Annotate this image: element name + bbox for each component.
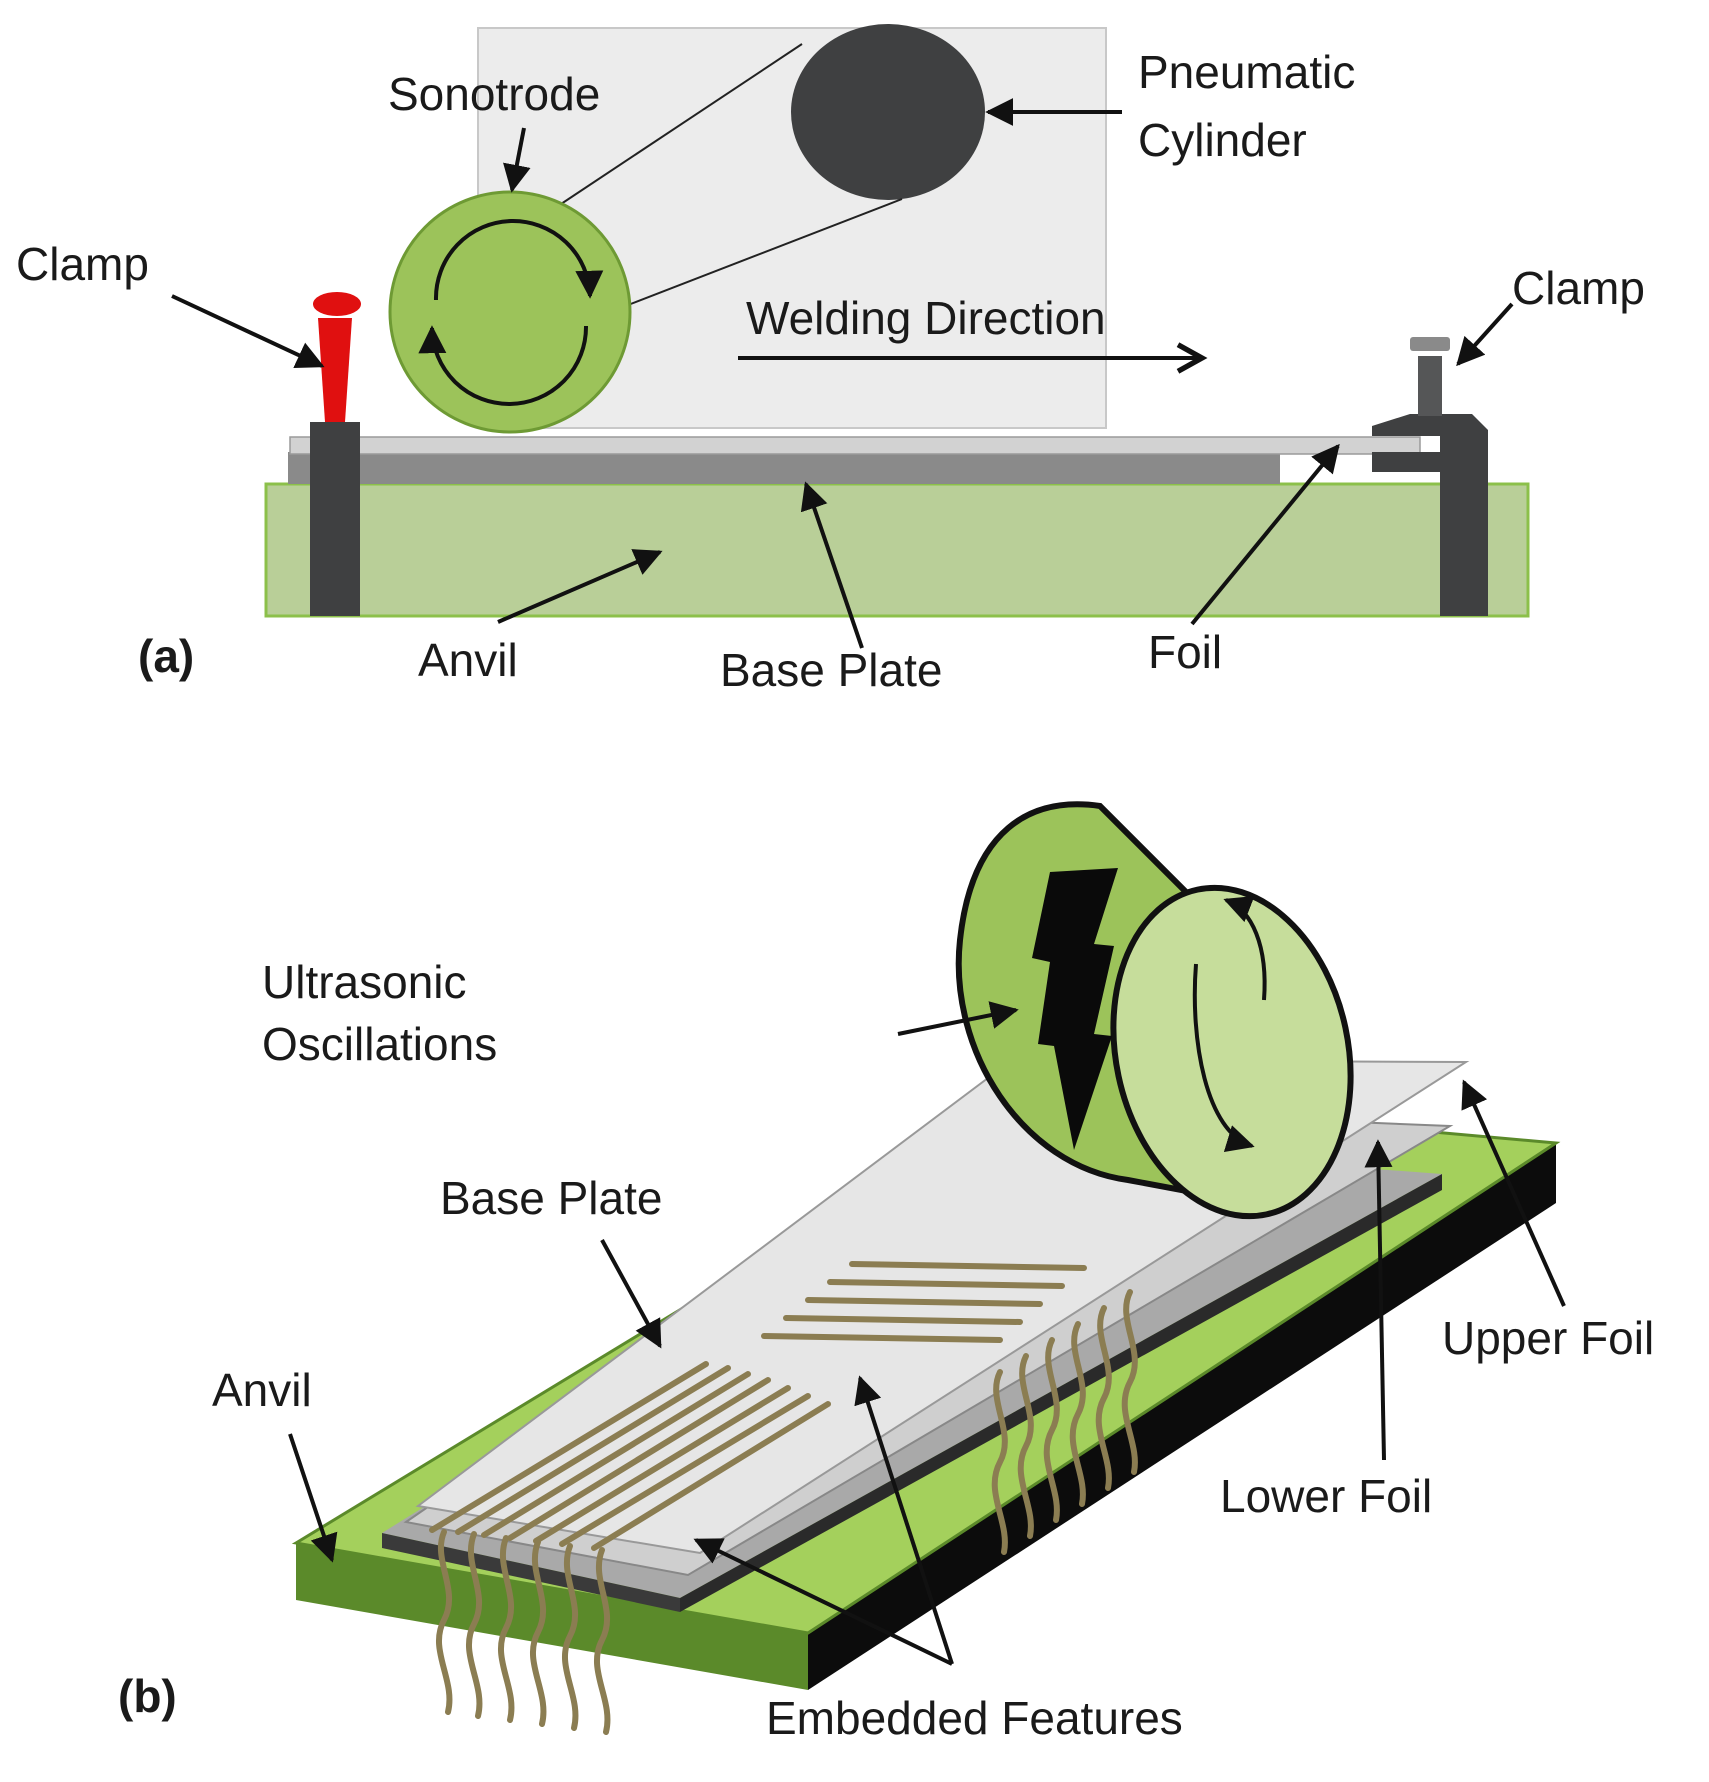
clamp-right-body — [1372, 414, 1488, 616]
label-welding-direction: Welding Direction — [746, 292, 1106, 344]
sonotrode-leader — [503, 127, 531, 193]
label-base-plate-a: Base Plate — [720, 644, 942, 696]
embedded-leader-2 — [854, 1375, 954, 1665]
sonotrode-b — [955, 801, 1354, 1220]
rotation-arrow-b-lower — [1192, 963, 1255, 1153]
label-embedded-features: Embedded Features — [766, 1692, 1183, 1744]
panel-b: Ultrasonic Oscillations Base Plate Anvil… — [118, 801, 1654, 1744]
rotation-arrow-lower — [418, 325, 589, 406]
clamp-left-handle — [318, 318, 352, 422]
fibres-front — [436, 1529, 611, 1735]
label-oscillations-2: Oscillations — [262, 1018, 497, 1070]
label-base-plate-b: Base Plate — [440, 1172, 662, 1224]
anvil-a — [264, 482, 1530, 618]
sonotrode-b-face — [1110, 884, 1354, 1220]
label-anvil-a: Anvil — [418, 634, 518, 686]
clamp-left-leader — [171, 294, 325, 369]
embedded-leader-1 — [693, 1538, 953, 1666]
rotation-arrow-b-upper — [1223, 896, 1267, 1001]
base-plate-b-leader — [600, 1239, 662, 1349]
label-cylinder-2: Cylinder — [1138, 114, 1307, 166]
foil-a — [289, 436, 1421, 455]
rotation-arrow-upper — [433, 219, 604, 301]
anvil-b-side-right — [808, 1143, 1556, 1690]
embedded-features-group — [429, 1261, 1087, 1551]
base-plate-a — [288, 452, 1280, 484]
oscillations-leader — [897, 1001, 1019, 1036]
sonotrode-a — [388, 190, 632, 434]
fibres-middle — [991, 1289, 1138, 1555]
anvil-b-leader — [288, 1433, 338, 1563]
anvil-b-side-front — [296, 1543, 808, 1690]
pneumatic-cylinder — [791, 24, 985, 200]
upper-foil-leader — [1461, 1079, 1566, 1307]
panel-a: Sonotrode Pneumatic Cylinder Clamp Clamp… — [16, 24, 1645, 696]
base-plate-b-side — [680, 1174, 1442, 1612]
label-anvil-b: Anvil — [212, 1364, 312, 1416]
anvil-leader — [497, 549, 663, 624]
label-clamp-left: Clamp — [16, 238, 149, 290]
base-plate-leader — [800, 481, 864, 649]
lightning-icon — [1032, 868, 1118, 1150]
belt-line-bottom — [627, 198, 903, 306]
label-upper-foil: Upper Foil — [1442, 1312, 1654, 1364]
panel-label-b: (b) — [118, 1670, 177, 1722]
label-cylinder-1: Pneumatic — [1138, 46, 1355, 98]
clamp-right-screw-cap — [1410, 337, 1450, 351]
clamp-left-post — [310, 422, 360, 616]
label-oscillations-1: Ultrasonic — [262, 956, 467, 1008]
belt-line-top — [554, 43, 803, 209]
panel-label-a: (a) — [138, 630, 194, 682]
foil-leader — [1190, 443, 1340, 626]
label-lower-foil: Lower Foil — [1220, 1470, 1432, 1522]
label-foil-a: Foil — [1148, 626, 1222, 678]
lower-foil-leader — [1364, 1139, 1393, 1461]
clamp-right-leader — [1456, 302, 1514, 367]
label-sonotrode: Sonotrode — [388, 68, 600, 120]
label-clamp-right: Clamp — [1512, 262, 1645, 314]
clamp-left-knob — [313, 292, 361, 316]
clamp-right-screw — [1418, 356, 1442, 416]
